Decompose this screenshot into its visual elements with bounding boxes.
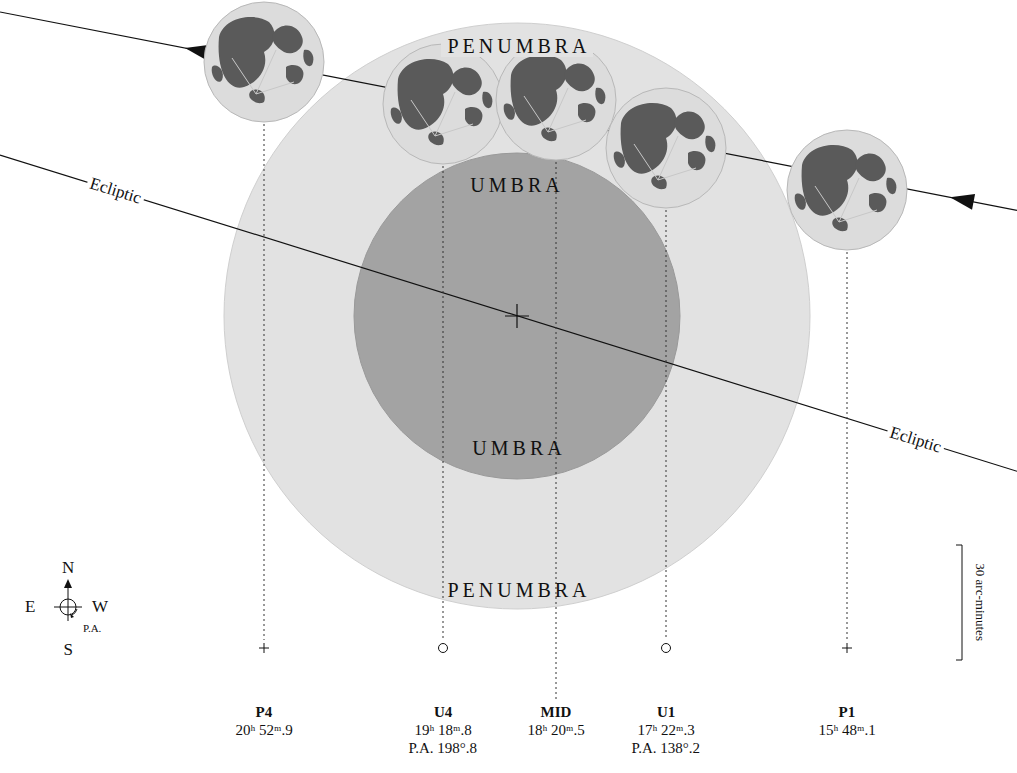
motion-arrowhead <box>950 194 975 210</box>
region-label: PENUMBRA <box>441 35 592 57</box>
position-angle: P.A. 198°.8 <box>409 740 478 757</box>
position-angle-label: P.A. <box>83 622 101 634</box>
moon-disc <box>787 130 907 250</box>
contact-marker <box>662 644 671 653</box>
moon-disc <box>606 88 726 208</box>
position-angle: P.A. 138°.2 <box>632 740 701 757</box>
region-label: PENUMBRA <box>441 579 592 601</box>
contact-marker <box>259 643 269 653</box>
contact-name: P4 <box>256 704 273 721</box>
moon-disc <box>496 40 616 160</box>
contact-line <box>847 252 848 640</box>
moon-disc <box>383 44 503 164</box>
contact-time: 20ʰ 52ᵐ.9 <box>236 722 293 739</box>
contact-time: 17ʰ 22ᵐ.3 <box>638 722 695 739</box>
compass-north: N <box>62 559 74 578</box>
ecliptic-label: Ecliptic <box>84 173 146 208</box>
contact-name: MID <box>541 704 572 721</box>
compass-east: E <box>25 598 35 617</box>
ecliptic-label: Ecliptic <box>884 422 946 457</box>
compass-west: W <box>92 598 108 617</box>
compass-rose <box>54 579 82 621</box>
contact-name: U1 <box>657 704 675 721</box>
compass-south: S <box>64 641 73 660</box>
contact-marker <box>439 644 448 653</box>
contact-name: P1 <box>839 704 856 721</box>
contact-time: 18ʰ 20ᵐ.5 <box>528 722 585 739</box>
region-label: UMBRA <box>464 174 565 196</box>
scale-label: 30 arc-minutes <box>973 563 987 641</box>
contact-marker <box>842 643 852 653</box>
moon-disc <box>204 2 324 122</box>
region-label: UMBRA <box>466 437 567 459</box>
contact-name: U4 <box>434 704 452 721</box>
contact-time: 15ʰ 48ᵐ.1 <box>819 722 876 739</box>
contact-time: 19ʰ 18ᵐ.8 <box>415 722 472 739</box>
scale-bracket <box>956 545 962 660</box>
